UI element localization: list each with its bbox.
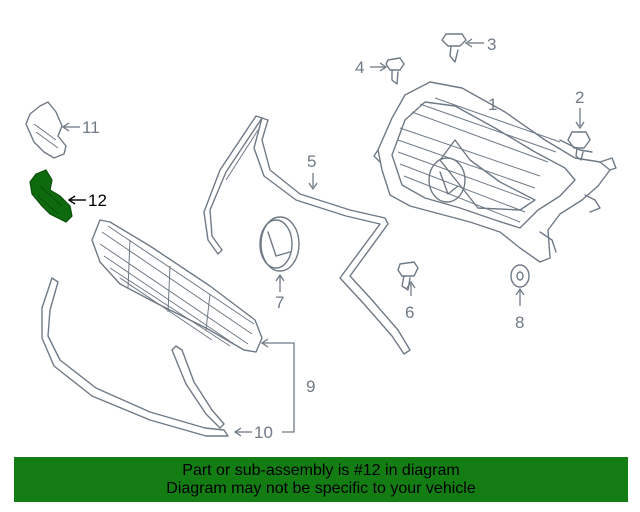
callout-11: 11: [82, 118, 100, 137]
grille-molding-part[interactable]: [203, 115, 411, 355]
callout-7: 7: [275, 293, 284, 312]
grille-assembly-part[interactable]: [373, 81, 617, 263]
clip-part-3[interactable]: [441, 33, 484, 63]
info-banner: Part or sub-assembly is #12 in diagram D…: [14, 457, 628, 502]
callout-4: 4: [355, 58, 364, 77]
callout-1: 1: [488, 95, 497, 114]
lower-grille-part[interactable]: [91, 219, 295, 433]
lower-molding-part[interactable]: [41, 277, 252, 437]
bracket-part-12-highlighted[interactable]: [29, 169, 86, 223]
banner-line-part-number: Part or sub-assembly is #12 in diagram: [182, 461, 460, 479]
callout-6: 6: [405, 303, 414, 322]
callout-10: 10: [254, 423, 273, 442]
banner-line-disclaimer: Diagram may not be specific to your vehi…: [166, 479, 476, 497]
emblem-part[interactable]: [259, 216, 300, 292]
clip-part-2[interactable]: [567, 108, 591, 161]
parts-diagram: 1 2 3 4 5 6 7 8 9 10 11 12: [25, 33, 617, 442]
callout-12-highlighted: 12: [88, 191, 107, 210]
callout-2: 2: [575, 88, 584, 107]
callout-5: 5: [307, 152, 316, 171]
washer-part[interactable]: [510, 264, 530, 306]
callout-3: 3: [487, 35, 496, 54]
callout-8: 8: [515, 313, 524, 332]
bolt-part-4[interactable]: [370, 57, 405, 85]
bolt-part-6[interactable]: [397, 261, 419, 296]
callout-9: 9: [306, 377, 315, 396]
bracket-part-11[interactable]: [25, 101, 80, 159]
